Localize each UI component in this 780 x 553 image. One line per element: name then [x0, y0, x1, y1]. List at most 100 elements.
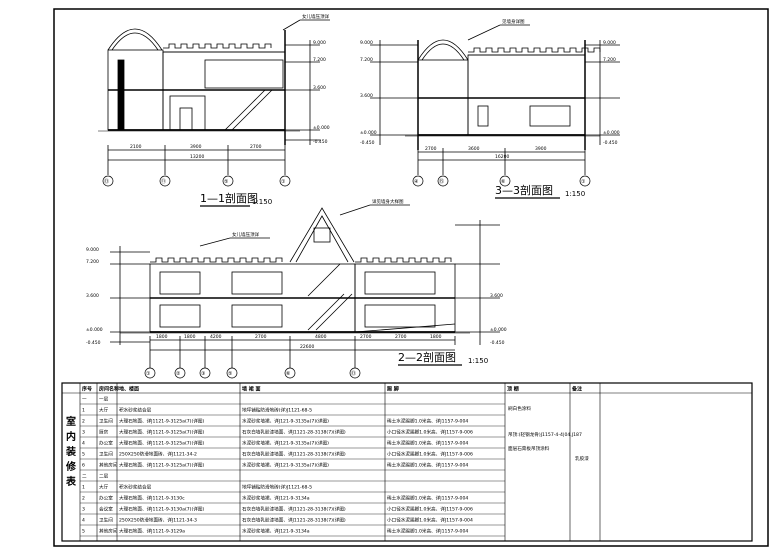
s22-dim-3: 4200 — [210, 334, 222, 340]
s11-elev-1: 9.000 — [313, 40, 326, 46]
s11-axis-3: ⑤ — [224, 179, 228, 185]
table-cell: 卫生间 — [99, 517, 113, 524]
s22-axis-4: ⑤ — [228, 371, 232, 377]
s22-axis-6: ⑬ — [351, 370, 356, 377]
ceiling-note-2: 吊顶:(轻钢龙骨)J1157-4-4|04.J187 — [508, 431, 582, 438]
table-cell: 大理石地面、详J1121-9-3125a(7)(详图) — [119, 429, 204, 436]
table-cell: 会议室 — [99, 506, 113, 513]
s33-callout: 见墙身详图 — [502, 18, 525, 25]
s22-elev-1: 9.000 — [86, 247, 99, 253]
s33-elev-left-3: 3.600 — [360, 93, 373, 99]
ceiling-note-3: 面层石膏板吊顶涂料 — [508, 445, 550, 452]
s22-dim-8: 1800 — [430, 334, 442, 340]
s11-axis-1: ⑬ — [104, 178, 109, 185]
s22-axis-markers — [144, 367, 361, 379]
table-cell: 地坪铺贴防滑地砖(详)J1121-68-5 — [242, 407, 312, 414]
table-cell: 稀土水泥踢脚1.0米高、详J1157-9-004 — [387, 418, 468, 425]
table-cell: 石灰白墙乳胶漆墙面、详J1121-28-3138(7)(详图) — [242, 451, 346, 458]
s22-elev-2: 7.200 — [86, 259, 99, 265]
section-3-3 — [370, 24, 620, 175]
table-cell: 积水砂浆结合层 — [119, 484, 152, 491]
table-cell: 3 — [82, 507, 85, 513]
s11-callout: 女儿墙压顶详 — [302, 13, 329, 20]
s33-axis-1: ④ — [414, 179, 419, 185]
table-cell: 二层 — [99, 474, 109, 480]
table-cell: 办公室 — [99, 495, 113, 502]
section-1-1 — [98, 19, 330, 175]
table-cell: 250X250防滑地面砖、详J1121-34-3 — [119, 517, 197, 524]
s11-scale: 1:150 — [252, 198, 272, 206]
s11-elev-5: -0.450 — [313, 139, 328, 145]
table-cell: 小口径水泥踢脚1.0米高、详J1157-9-004 — [387, 517, 473, 524]
table-side-title-1: 室 — [66, 415, 76, 428]
table-cell: 石灰白墙乳胶漆墙面、详J1121-28-3138(7)(详图) — [242, 517, 346, 524]
s11-axis-2: ⑪ — [161, 178, 166, 185]
s22-axis-2: ② — [176, 371, 181, 377]
table-cell: 大厅 — [99, 484, 109, 491]
table-cell: 稀土水泥踢脚1.0米高、详J1157-9-004 — [387, 528, 468, 535]
table-cell: 2 — [82, 419, 85, 425]
table-cell: 石灰白墙乳胶漆墙面、详J1121-28-3138(7)(详图) — [242, 429, 346, 436]
table-cell: 水泥砂浆墙裙、详J121-9-3134a — [242, 495, 310, 502]
table-header-cell: 房间名称 — [99, 386, 119, 393]
table-cell: 大理石地面、详J1121-9-3125a(7)(详图) — [119, 440, 204, 447]
s22-elev-right-5: -0.450 — [490, 340, 505, 346]
table-cell: 大理石地面、详J1121-9-3130c — [119, 495, 185, 502]
s22-callout-2: 女儿墙压顶详 — [232, 231, 259, 238]
s22-axis-1: ① — [146, 371, 151, 377]
table-header-cell: 顶 棚 — [507, 386, 519, 393]
table-header-cell: 序号 — [81, 386, 92, 393]
table-cell: 小口径水泥踢脚1.0米高、详J1157-9-006 — [387, 506, 473, 513]
s33-axis-4: ① — [581, 179, 586, 185]
s33-axis-markers — [412, 175, 591, 187]
s22-dim-7: 2700 — [395, 334, 407, 340]
s33-elev-left-5: -0.450 — [360, 140, 375, 146]
s22-axis-5: ⑥ — [286, 371, 291, 377]
table-cell: 4 — [82, 441, 85, 447]
s11-axis-4: ① — [281, 179, 286, 185]
s11-dim-total: 13200 — [190, 154, 204, 160]
s33-elev-left-2: 7.200 — [360, 57, 373, 63]
table-cell: 大理石地面、详J1121-9-3129a — [119, 528, 185, 535]
s11-elev-2: 7.200 — [313, 57, 326, 63]
s22-elev-3: 3.600 — [86, 293, 99, 299]
table-cell: 二 — [82, 474, 87, 480]
table-cell: 大理石地面、详J1121-9-3130a(7)(详图) — [119, 506, 204, 513]
table-cell: 小口径水泥踢脚1.0米高、详J1157-9-006 — [387, 451, 473, 458]
table-cell: 1 — [82, 485, 85, 491]
table-cell: 卫生间 — [99, 418, 113, 425]
table-side-title-4: 修 — [65, 460, 77, 473]
s11-elev-3: 3.600 — [313, 85, 326, 91]
table-cell: 5 — [82, 452, 85, 458]
table-header-cell: 地、楼面 — [119, 386, 139, 393]
ceiling-note-1: 刷白色涂料 — [508, 405, 531, 412]
table-cell: 厨房 — [99, 429, 109, 436]
table-side-title-2: 内 — [66, 430, 76, 443]
s33-title: 3—3剖面图 — [495, 183, 553, 197]
table-cell: 大理石地面、详J1121-9-3125a(7)(详图) — [119, 418, 204, 425]
table-side-title-5: 表 — [65, 475, 77, 488]
s33-dim-3: 3900 — [535, 146, 547, 152]
s22-dim-2: 1800 — [184, 334, 196, 340]
s33-elev-right-5: -0.450 — [603, 140, 618, 146]
table-cell: 其他房间 — [99, 528, 118, 535]
table-cell: 2 — [82, 496, 85, 502]
s33-axis-3: ⑥ — [501, 179, 506, 185]
table-header-cell: 踢 脚 — [387, 386, 399, 393]
table-header-cell: 墙 裙 面 — [242, 386, 260, 393]
s33-scale: 1:150 — [565, 190, 585, 198]
s22-dim-5: 4800 — [315, 334, 327, 340]
table-cell: 小口径水泥踢脚1.0米高、详J1157-9-006 — [387, 429, 473, 436]
table-cell: 一层 — [99, 397, 109, 403]
table-cell: 6 — [82, 463, 85, 469]
s22-dim-4: 2700 — [255, 334, 267, 340]
s11-axis-markers — [102, 175, 291, 187]
s22-elev-4: ±0.000 — [86, 327, 103, 333]
sheet-border — [53, 8, 769, 547]
s22-dim-total: 22600 — [300, 344, 314, 350]
table-cell: 3 — [82, 430, 85, 436]
section-2-2 — [110, 204, 500, 368]
table-cell: 办公室 — [99, 440, 113, 447]
s22-title: 2—2剖面图 — [398, 350, 456, 364]
